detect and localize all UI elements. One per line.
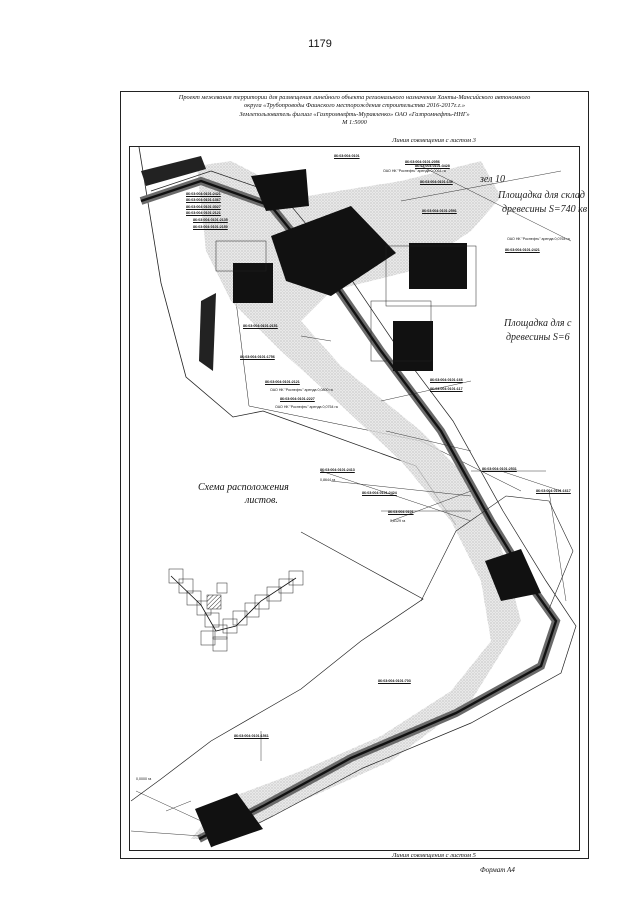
parcel-label-10: 86:03:004:0101:149 — [420, 180, 453, 184]
survey-lines — [130, 165, 572, 837]
title-line-3: Землепользователь филиал «Газпромнефть-М… — [239, 110, 470, 118]
parcel-label-12: 86:03:004:0101:2421 — [505, 248, 540, 252]
pad-bottom — [195, 793, 263, 847]
lot-outline-1 — [215, 240, 267, 272]
parcel-label-19: 86:03:004:0101:2413 — [320, 468, 355, 472]
map-vector-layer — [130, 146, 577, 848]
parcel-label-23: 86:03:004:0101 — [388, 510, 414, 514]
parcel-label-17: 86:03:004:0101:166 — [430, 378, 463, 382]
page-number: 1179 — [308, 38, 332, 50]
parcel-label-20: 86:03:004:0101:2531 — [482, 467, 517, 471]
sheet-scheme-title-line-1: Схема расположения — [198, 482, 289, 493]
owner-note-2: ОАО НК "Роснефть" аренда 0,0764 га — [507, 237, 570, 241]
owner-note-3: ОАО НК "Роснефть" аренда 0,0800 га — [270, 388, 333, 392]
parcel-label-3: 86:03:004:0101:3428 — [415, 164, 450, 168]
map-sheet-frame — [120, 91, 589, 859]
pad-south-east — [485, 549, 541, 601]
parcel-label-21: 86:03:004:0101:1617 — [536, 489, 571, 493]
parcel-label-22: 86:03:004:0101:2424 — [362, 491, 397, 495]
pad-north — [251, 169, 309, 211]
parcel-label-18: 86:03:004:0101:117 — [430, 387, 463, 391]
title-line-2: округа «Трубопроводы Фаинского месторожд… — [244, 102, 465, 110]
junction-line-bottom: Линия совмещения с листом 5 — [392, 852, 476, 859]
pad-main — [271, 206, 396, 296]
parcel-label-9: 86:03:004:0101:2150 — [193, 225, 228, 229]
parcel-label-15: 86:03:004:0101:2121 — [265, 380, 300, 384]
storage-area-1-line-2: древесины S=740 кв — [502, 204, 588, 215]
title-line-1: Проект межевания территории для размещен… — [178, 94, 531, 101]
owner-note-5: 0,8644 га — [320, 478, 336, 482]
parcel-label-25: 86:03:004:0101:1561 — [234, 734, 269, 738]
node-label: зел 10 — [480, 174, 505, 185]
territory-boundary-inner — [235, 300, 522, 492]
sheet-scheme-title-line-2: листов. — [245, 495, 278, 506]
title-scale: М 1:5000 — [342, 119, 367, 127]
parcel-label-14: 86:03:004:0101:1756 — [240, 355, 275, 359]
lot-outline-3 — [370, 300, 432, 362]
storage-area-2-line-1: Площадка для с — [504, 318, 572, 329]
pad-left-strip — [199, 293, 216, 371]
territory-boundary-left — [138, 146, 457, 526]
sheet-layout-scheme — [168, 568, 304, 652]
pad-west — [233, 263, 273, 303]
parcel-label-5: 86:03:004:0101:1367 — [186, 198, 221, 202]
sheet-scheme-title: Схема расположения листов. — [198, 481, 308, 507]
parcel-label-16: 86:03:004:0101:2227 — [280, 397, 315, 401]
parcel-label-4: 86:03:004:0101:2421 — [186, 192, 221, 196]
format-label: Формат А4 — [480, 866, 515, 874]
parcel-label-2: 86:03:004:0101:2056 — [405, 160, 440, 164]
lower-road-edge — [420, 495, 574, 610]
parcel-label-13: 86:03:004:0101:2151 — [243, 324, 278, 328]
storage-area-1-line-1: Площадка для склад — [498, 190, 585, 201]
parcel-label-6: 86:03:004:0101:3027 — [186, 205, 221, 209]
parcel-label-7: 86:03:004:0101:2121 — [186, 211, 221, 215]
parcel-label-8: 86:03:004:0101:2135 — [193, 218, 228, 222]
owner-note-4: ОАО НК "Роснефть" аренда 0,0754 га — [275, 405, 338, 409]
pad-upper-strip — [141, 156, 206, 186]
junction-line-top: Линия совмещения с листом 3 — [392, 137, 476, 144]
lower-parcel-boundary — [130, 531, 424, 802]
parcel-label-11: 86:03:004:0101:2591 — [422, 209, 457, 213]
parcel-label-24: 86:03:004:0101:703 — [378, 679, 411, 683]
pad-mid — [393, 321, 433, 371]
owner-note-7: 0,0000 га — [136, 777, 152, 781]
owner-note-6: 0,8129 га — [390, 519, 406, 523]
parcel-label-1: 86:03:004:0101 — [334, 154, 360, 158]
pad-east — [409, 243, 467, 289]
owner-note-1: ОАО НК "Роснефть" аренда 0,0064 га — [383, 169, 446, 173]
title-block: Проект межевания территории для размещен… — [120, 94, 589, 128]
pipeline-offset — [150, 170, 577, 848]
map-drawing: 86:03:004:0101 86:03:004:0101:2056 86:03… — [129, 146, 587, 851]
storage-area-2-line-2: древесины S=6 — [506, 332, 570, 343]
right-of-way-upper — [191, 161, 521, 839]
